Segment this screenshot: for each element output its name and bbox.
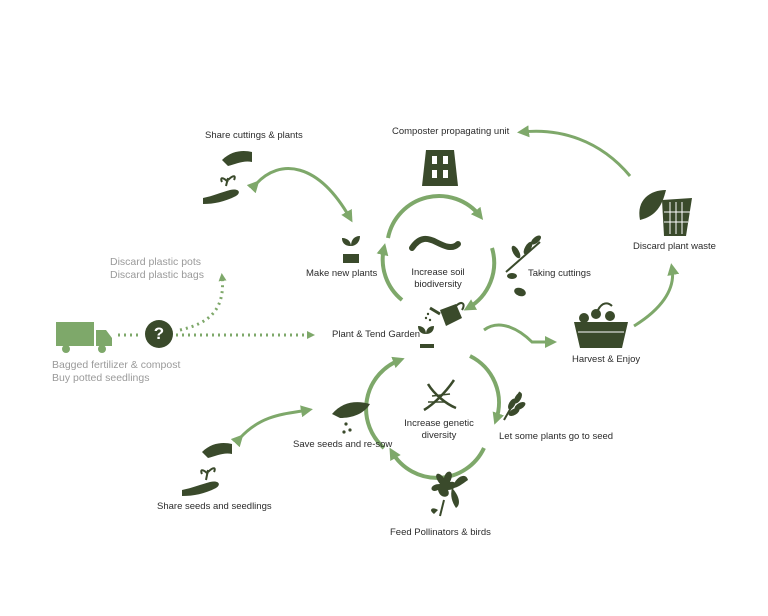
seed-hand-icon — [332, 402, 370, 434]
giving-hands-icon — [182, 442, 232, 496]
label-increase-soil: Increase soil biodiversity — [406, 267, 470, 291]
label-feed-pollinators: Feed Pollinators & birds — [390, 527, 491, 538]
label-composter: Composter propagating unit — [392, 126, 510, 137]
upper-cycle-arrows — [376, 194, 497, 311]
label-increase-genetic-line2: diversity — [421, 430, 457, 441]
harvest-basket-icon — [574, 302, 628, 348]
lower-cycle-arrows — [364, 354, 504, 480]
cycle-arrow — [463, 247, 497, 311]
sprout-icon — [342, 236, 360, 263]
share-seeds-arrow — [230, 405, 313, 448]
waste-to-composter-arrow — [517, 125, 632, 177]
cutting-branch-icon — [505, 235, 541, 297]
truck-icon — [56, 322, 112, 353]
label-let-seed: Let some plants go to seed — [499, 431, 614, 442]
label-taking-cuttings: Taking cuttings — [528, 268, 591, 279]
label-plant-tend: Plant & Tend Garden — [332, 329, 421, 340]
label-discard-plastics: Discard plastic pots Discard plastic bag… — [110, 256, 204, 282]
label-share-seeds: Share seeds and seedlings — [157, 501, 272, 512]
cycle-arrow — [389, 447, 486, 480]
label-discard-pots: Discard plastic pots — [110, 256, 202, 268]
label-make-new-plants: Make new plants — [306, 268, 378, 279]
flow-arrows — [230, 125, 680, 448]
label-buy-seedlings: Buy potted seedlings — [52, 372, 150, 384]
cycle-arrow — [376, 243, 404, 302]
label-harvest: Harvest & Enjoy — [572, 354, 641, 365]
label-increase-genetic-line1: Increase genetic — [404, 418, 474, 429]
label-discard-bags: Discard plastic bags — [110, 269, 204, 281]
wheat-icon — [503, 391, 526, 421]
butterfly-flower-icon — [431, 471, 468, 517]
label-save-seeds: Save seeds and re-sow — [293, 439, 393, 450]
label-linear-sources: Bagged fertilizer & compost Buy potted s… — [52, 359, 180, 385]
label-discard-waste: Discard plant waste — [633, 241, 716, 252]
dna-icon — [423, 379, 457, 412]
worm-icon — [409, 235, 461, 251]
linear-flow-dotted — [118, 273, 315, 339]
composter-icon — [422, 150, 458, 186]
compost-bin-icon — [639, 190, 692, 236]
label-increase-soil-line1: Increase soil — [411, 267, 465, 278]
question-mark: ? — [153, 324, 165, 343]
watering-can-icon — [418, 302, 465, 348]
label-increase-soil-line2: biodiversity — [414, 279, 462, 290]
garden-to-harvest-arrow — [483, 323, 557, 348]
harvest-to-waste-arrow — [633, 263, 680, 328]
cycle-arrow — [469, 354, 504, 425]
giving-hands-icon — [203, 150, 252, 204]
label-increase-genetic: Increase genetic diversity — [402, 418, 476, 442]
label-bagged-fertilizer: Bagged fertilizer & compost — [52, 359, 181, 371]
cycle-arrow — [386, 194, 484, 239]
label-share-cuttings: Share cuttings & plants — [205, 130, 303, 141]
cycle-arrow — [364, 356, 405, 450]
share-cuttings-arrow — [246, 167, 353, 223]
to-discard-dots — [179, 273, 227, 332]
question-icon — [145, 320, 173, 348]
